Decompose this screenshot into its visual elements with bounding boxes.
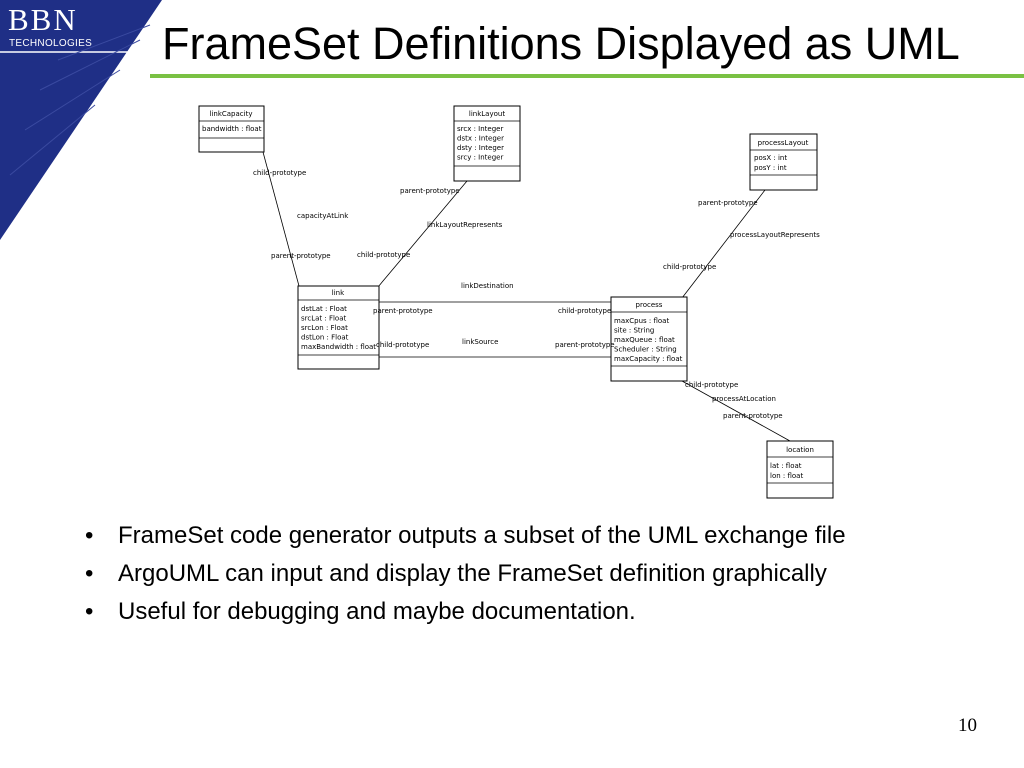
class-attribute: dsty : Integer [457,144,504,152]
class-link[interactable]: link dstLat : Float srcLat : Float srcLo… [297,285,380,370]
role-label: child-prototype [685,381,738,389]
edge-capacity-link [262,151,300,287]
class-attribute: maxBandwidth : float [301,343,376,351]
role-label: parent-prototype [400,187,460,195]
class-attribute: srcx : Integer [457,125,503,133]
title-rule [150,74,1024,78]
association-processAtLocation: processAtLocation [712,395,776,403]
class-attribute: lat : float [770,462,802,470]
uml-diagram: linkCapacity bandwidth : float linkLayou… [198,105,834,499]
bbn-logo-background [0,0,162,240]
class-attribute: srcLat : Float [301,315,347,323]
role-label: parent-prototype [271,252,331,260]
role-label: parent-prototype [698,199,758,207]
class-processLayout[interactable]: processLayout posX : int posY : int [749,133,818,191]
class-name: linkCapacity [210,110,253,118]
class-attribute: Scheduler : String [614,346,677,354]
association-processLayoutRepresents: processLayoutRepresents [730,231,820,239]
role-label: child-prototype [376,341,429,349]
slide-title: FrameSet Definitions Displayed as UML [162,18,960,69]
association-linkSource: linkSource [462,338,498,346]
bullet-item: • ArgoUML can input and display the Frame… [80,556,880,591]
association-linkDestination: linkDestination [461,282,514,290]
bullet-marker: • [85,522,94,549]
class-name: process [636,301,663,309]
class-location[interactable]: location lat : float lon : float [766,440,834,499]
class-attribute: maxQueue : float [614,336,675,344]
edge-processlayout-process [681,189,766,299]
bullet-item: • Useful for debugging and maybe document… [80,594,880,629]
bullet-text: Useful for debugging and maybe documenta… [118,598,636,625]
bullet-list: • FrameSet code generator outputs a subse… [80,518,880,632]
class-attribute: bandwidth : float [202,125,262,133]
role-label: child-prototype [663,263,716,271]
class-attribute: dstLon : Float [301,334,349,342]
edge-process-location [681,380,791,442]
class-name: processLayout [758,139,809,147]
role-label: parent-prototype [723,412,783,420]
association-capacityAtLink: capacityAtLink [297,212,349,220]
class-name: location [786,446,814,454]
role-label: child-prototype [253,169,306,177]
bbn-logo: BBN [8,2,78,37]
class-attribute: posY : int [754,164,787,172]
role-label: parent-prototype [373,307,433,315]
bullet-text: FrameSet code generator outputs a subset… [118,522,846,549]
class-attribute: lon : float [770,472,803,480]
bullet-marker: • [85,560,94,587]
class-name: link [332,289,345,297]
class-attribute: srcy : Integer [457,154,503,162]
bbn-logo-subtitle: TECHNOLOGIES [9,38,93,49]
role-label: child-prototype [357,251,410,259]
class-attribute: posX : int [754,154,787,162]
class-linkCapacity[interactable]: linkCapacity bandwidth : float [198,105,265,153]
association-linkLayoutRepresents: linkLayoutRepresents [427,221,503,229]
class-attribute: srcLon : Float [301,324,348,332]
class-linkLayout[interactable]: linkLayout srcx : Integer dstx : Integer… [453,105,521,182]
role-label: child-prototype [558,307,611,315]
edge-linklayout-link [377,180,468,288]
bullet-item: • FrameSet code generator outputs a subse… [80,518,880,553]
class-process[interactable]: process maxCpus : float site : String ma… [610,296,688,382]
bullet-marker: • [85,598,94,625]
class-attribute: dstLat : Float [301,305,347,313]
class-name: linkLayout [469,110,505,118]
class-attribute: maxCpus : float [614,317,669,325]
page-number: 10 [958,715,977,736]
class-attribute: dstx : Integer [457,135,504,143]
class-attribute: maxCapacity : float [614,355,683,363]
role-label: parent-prototype [555,341,615,349]
class-attribute: site : String [614,327,654,335]
bullet-text: ArgoUML can input and display the FrameS… [118,560,827,587]
